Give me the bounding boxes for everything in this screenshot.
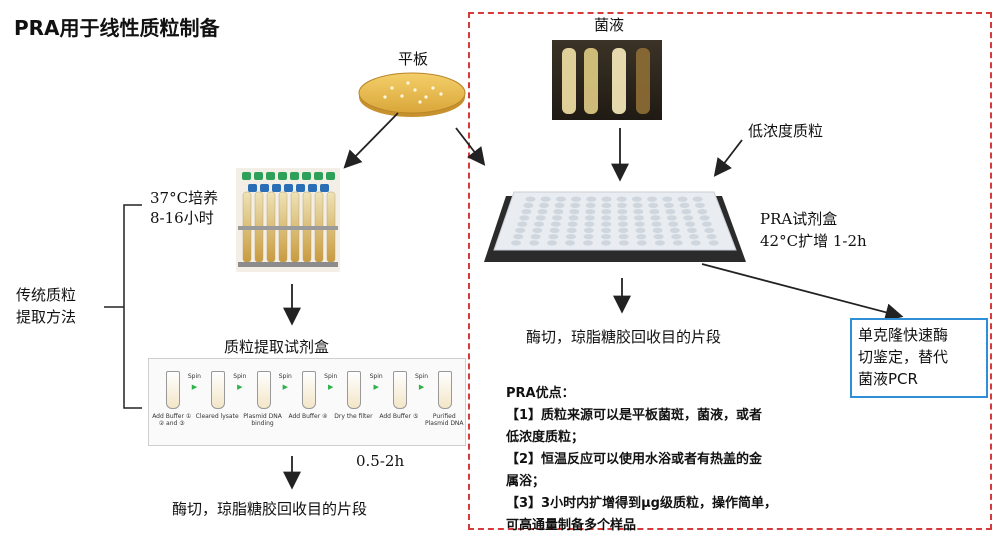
kit-spin-arrow: ▶ [191, 383, 198, 391]
kit-spin-arrow: ▶ [282, 383, 288, 391]
kit-label: 质粒提取试剂盒 [224, 338, 330, 356]
arrow-lowconc-to-pra [713, 139, 743, 177]
arrow-plate-to-pra [455, 127, 486, 166]
kit-spin-arrow: ▶ [328, 383, 334, 391]
advantage-line-5: 【3】3小时内扩增得到μg级质粒，操作简单， [506, 496, 777, 511]
kit-step-label: Purified Plasmid DNA [425, 413, 464, 427]
petri-plate-image [358, 72, 466, 117]
culture-label: 菌液 [594, 16, 625, 34]
page-title: PRA用于线性质粒制备 [14, 16, 220, 40]
traditional-method-label: 传统质粒 提取方法 [16, 284, 76, 328]
kit-spin-arrow: ▶ [373, 383, 379, 391]
traditional-bracket [123, 204, 142, 409]
kit-step-label: Cleared lysate [195, 413, 239, 420]
pra-dashed-region [468, 12, 992, 530]
kit-step-tube [392, 371, 407, 409]
kit-step-tube [302, 371, 316, 409]
kit-spin-label: Spin [187, 373, 201, 380]
culture-conditions: 37°C培养 8-16小时 [150, 188, 218, 228]
left-result: 酶切，琼脂糖胶回收目的片段 [172, 500, 368, 518]
plate-label: 平板 [398, 50, 429, 68]
arrow-plate-to-rack [343, 112, 399, 169]
kit-step-label: Add Buffer ① ② and ③ [152, 413, 192, 427]
pra-96-well-plate-image [484, 191, 746, 262]
kit-spin-label: Spin [233, 373, 247, 380]
advantage-line-2: 低浓度质粒； [506, 430, 585, 445]
advantages-heading: PRA优点： [506, 386, 575, 401]
culture-time: 8-16小时 [150, 209, 214, 227]
right-result: 酶切，琼脂糖胶回收目的片段 [526, 328, 722, 346]
kit-spin-label: Spin [278, 373, 292, 380]
kit-step-label: Dry the filter [334, 413, 373, 420]
arrow-pra-to-bluebox [701, 263, 904, 322]
advantage-line-1: 【1】质粒来源可以是平板菌斑，菌液，或者 [506, 408, 763, 423]
traditional-method-line-1: 传统质粒 [16, 286, 77, 304]
kit-step-label: Plasmid DNA binding [243, 413, 282, 427]
pra-kit-conditions: 42°C扩增 1-2h [760, 232, 867, 250]
kit-step-label: Add Buffer ⑤ [379, 413, 419, 420]
culture-tubes-image [552, 40, 662, 120]
traditional-method-line-2: 提取方法 [16, 308, 77, 326]
kit-step-tube [438, 371, 453, 409]
pra-kit-label: PRA试剂盒 [760, 210, 838, 228]
blue-box-line-3: 菌液PCR [858, 370, 918, 388]
advantage-line-4: 属浴； [506, 474, 546, 489]
pra-kit-info: PRA试剂盒 42°C扩增 1-2h [760, 208, 867, 252]
pcr-replacement-box: 单克隆快速酶 切鉴定，替代 菌液PCR [850, 318, 988, 398]
advantage-line-3: 【2】恒温反应可以使用水浴或者有热盖的金 [506, 452, 763, 467]
kit-spin-label: Spin [415, 373, 429, 380]
kit-step-tube [211, 371, 226, 409]
low-concentration-label: 低浓度质粒 [748, 122, 824, 140]
kit-spin-label: Spin [324, 373, 338, 380]
kit-step-tube [256, 371, 271, 409]
culture-temp: 37°C培养 [150, 189, 219, 207]
kit-step-tube [165, 371, 180, 409]
blue-box-line-1: 单克隆快速酶 [858, 326, 949, 344]
pra-advantages: PRA优点： 【1】质粒来源可以是平板菌斑，菌液，或者 低浓度质粒； 【2】恒温… [506, 383, 866, 537]
culture-rack-image [236, 168, 340, 272]
advantage-line-6: 可高通量制备多个样品 [506, 518, 637, 533]
kit-spin-arrow: ▶ [418, 383, 425, 391]
kit-step-tube [347, 371, 362, 409]
kit-spin-arrow: ▶ [237, 383, 243, 391]
kit-step-label: Add Buffer ④ [288, 413, 328, 420]
blue-box-line-2: 切鉴定，替代 [858, 348, 949, 366]
kit-spin-label: Spin [369, 373, 383, 380]
kit-time: 0.5-2h [356, 452, 405, 470]
